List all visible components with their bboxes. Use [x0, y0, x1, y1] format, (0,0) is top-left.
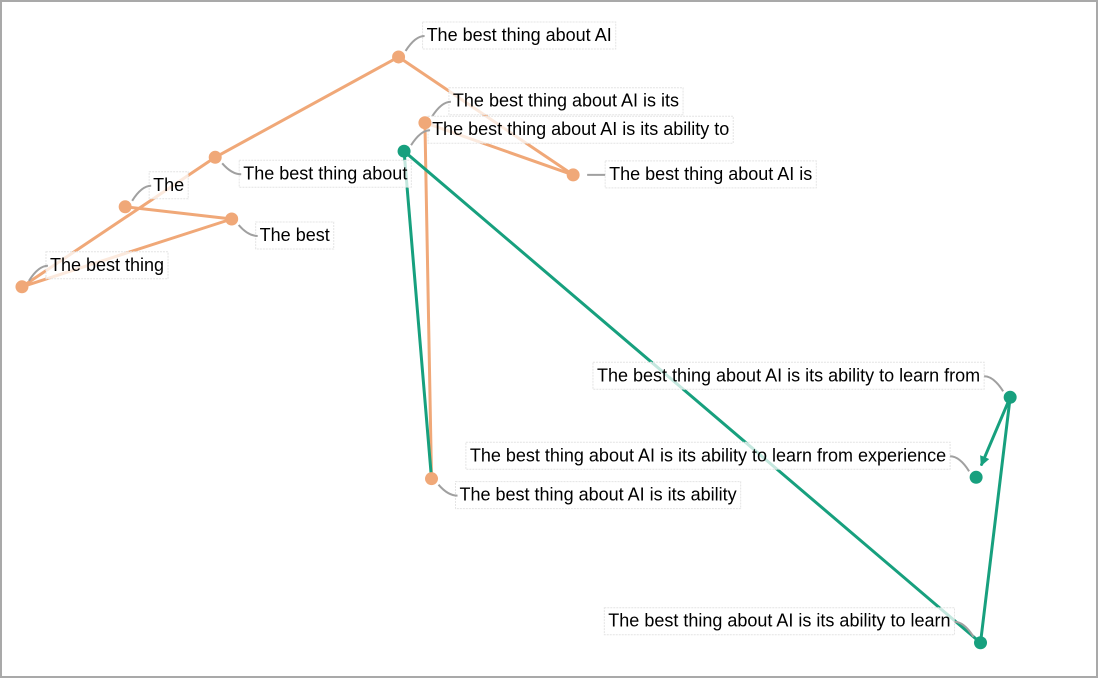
point-label: The best thing about AI: [427, 25, 612, 45]
label-leader-line: [437, 484, 458, 497]
label-background: [422, 21, 617, 50]
trajectory-point: [1003, 390, 1017, 404]
trajectory-point: [15, 280, 29, 294]
point-label: The best thing about AI is: [609, 164, 812, 184]
trajectory-segment: [979, 395, 1012, 645]
point-label: The best thing about AI is its ability: [460, 485, 737, 505]
label-background: [45, 251, 169, 280]
trajectory-point: [225, 212, 239, 226]
trajectory-points: [15, 50, 1017, 650]
trajectory-point: [974, 636, 988, 650]
point-label: The best thing about AI is its ability t…: [597, 365, 980, 385]
trajectory-point: [118, 200, 132, 214]
label-background: [448, 87, 684, 116]
label-leader-line: [431, 100, 452, 118]
label-background: [603, 607, 956, 636]
label-background: [592, 361, 985, 390]
label-background: [465, 441, 951, 470]
point-label: The best thing about: [243, 163, 407, 183]
point-label: The best thing: [50, 255, 164, 275]
label-leader-line: [954, 620, 975, 638]
trajectory-point: [392, 50, 406, 64]
trajectory-point: [566, 168, 580, 182]
label-background: [427, 115, 734, 144]
trajectory-point: [208, 150, 222, 164]
point-label: The best: [260, 225, 330, 245]
label-leader-line: [410, 129, 431, 146]
label-leader-line: [984, 375, 1005, 392]
trajectory-point: [397, 144, 411, 158]
trajectory-segment: [123, 205, 234, 221]
point-label: The best thing about AI is its ability t…: [470, 445, 946, 465]
point-label: The: [153, 175, 184, 195]
trajectory-segment: [402, 149, 983, 645]
label-leader-line: [221, 162, 242, 176]
point-label: The best thing about AI is its: [453, 91, 679, 111]
trajectory-point: [418, 116, 432, 130]
label-leader-line: [404, 34, 425, 52]
trajectory-segment: [980, 395, 1012, 467]
trajectory-segments: [20, 55, 1012, 645]
point-label: The best thing about AI is its ability t…: [608, 611, 950, 631]
trajectory-point: [969, 470, 983, 484]
trajectory-point: [425, 472, 439, 486]
label-leader-line: [28, 264, 49, 282]
trajectory-segment: [423, 121, 434, 481]
label-background: [255, 221, 335, 250]
trajectory-segment: [402, 149, 434, 481]
label-leader-line: [131, 184, 152, 202]
trajectory-segment: [213, 55, 401, 159]
label-leader-line: [237, 224, 258, 237]
point-label: The best thing about AI is its ability t…: [432, 119, 729, 139]
label-leader-line: [950, 455, 970, 472]
label-background: [455, 481, 742, 510]
